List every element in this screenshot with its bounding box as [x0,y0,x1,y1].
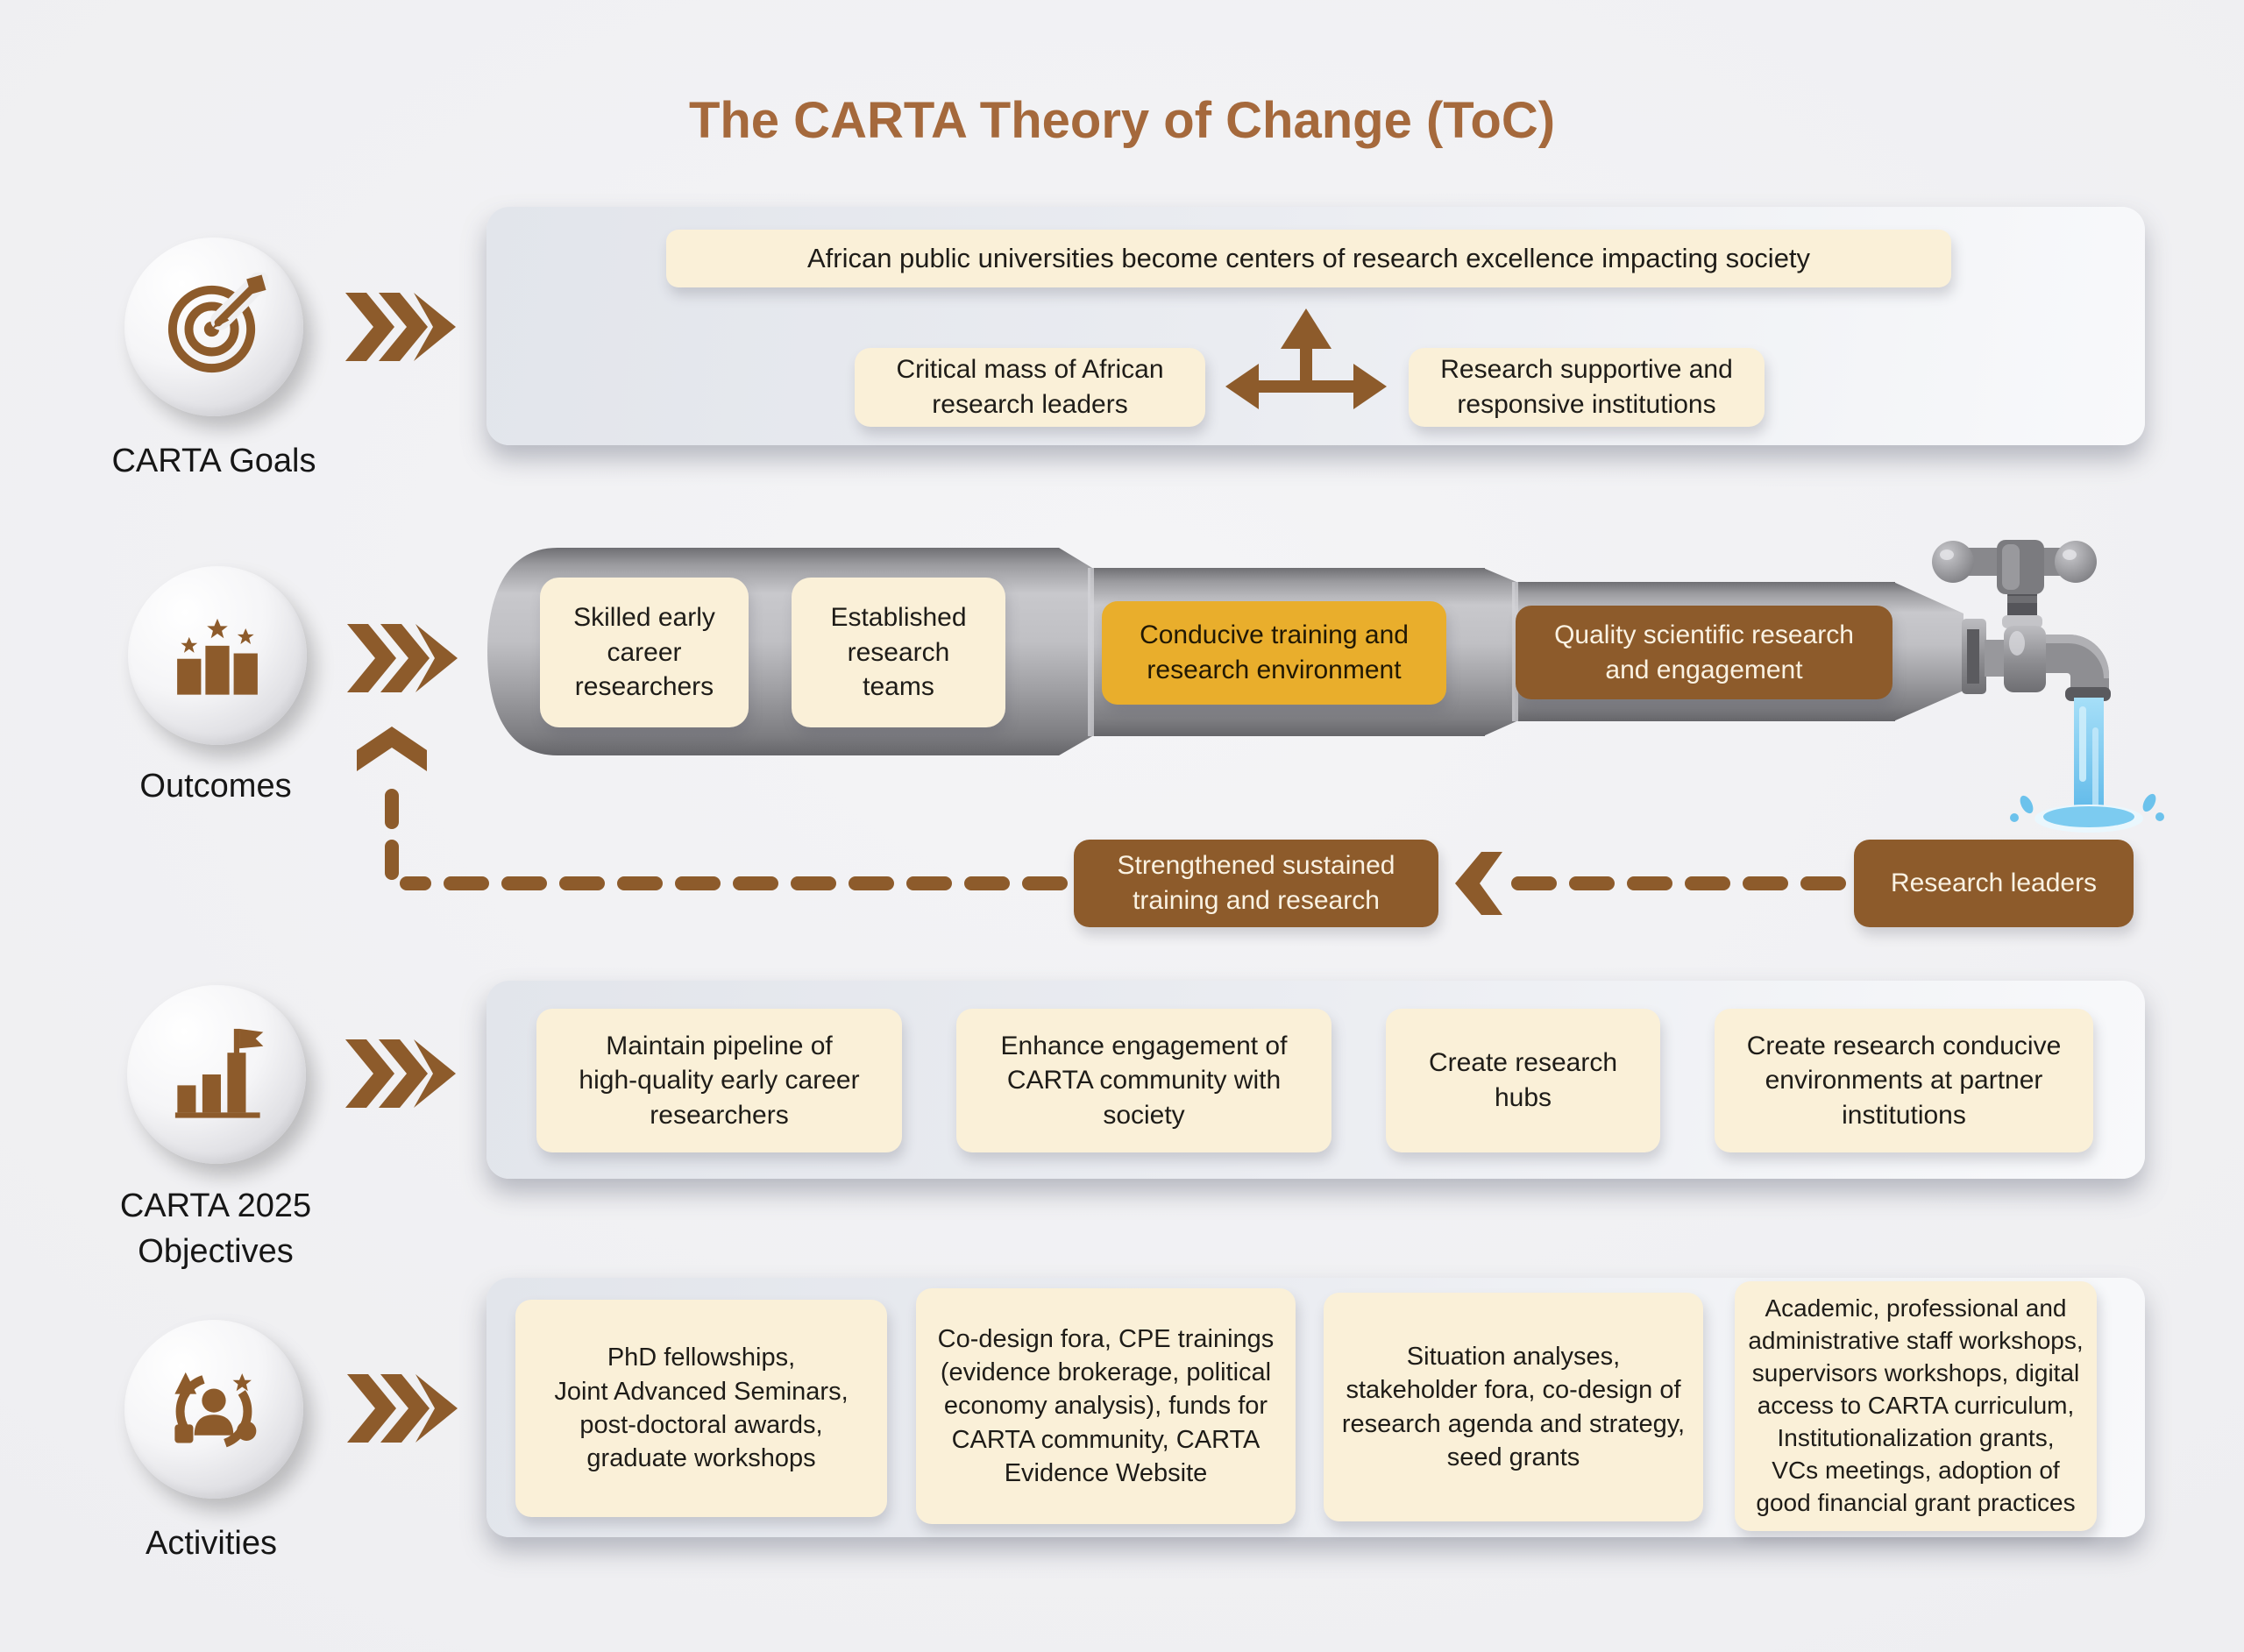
research-leaders-box: Research leaders [1854,840,2134,927]
faucet-handle-knob-right [2055,541,2097,583]
outcomes-row-label: Outcomes [139,768,292,805]
outcomes-circle-badge [128,566,307,745]
outcome-box-quality-research: Quality scientific research and engageme… [1516,606,1892,699]
goal-box-institutions: Research supportive and responsive insti… [1409,348,1765,427]
water-flow-icon [2010,698,2164,833]
objectives-row-label: CARTA 2025 Objectives [119,1188,312,1271]
bar-chart-flag-icon [162,1020,271,1129]
objective-box-research-hubs: Create research hubs [1386,1009,1660,1152]
objective-box-pipeline: Maintain pipeline of high-quality early … [536,1009,902,1152]
feedback-box-strengthened-training: Strengthened sustained training and rese… [1074,840,1438,927]
pipe-joint-1 [1059,548,1092,755]
faucet-icon [1932,540,2111,701]
goal-banner: African public universities become cente… [666,230,1951,287]
goal-box-research-leaders: Critical mass of African research leader… [855,348,1205,427]
podium-stars-icon [163,601,272,710]
chevron-arrows-goals [345,293,456,361]
objectives-circle-badge [127,985,306,1164]
faucet-spout-tip [2065,687,2111,701]
pipe-joint-2 [1483,568,1516,736]
page-title: The CARTA Theory of Change (ToC) [688,92,1556,149]
outcome-box-conducive-environment: Conducive training and research environm… [1102,601,1446,705]
chevron-arrows-objectives [345,1039,456,1108]
activities-circle-badge [124,1320,303,1499]
faucet-handle-knob-left [1932,541,1974,583]
faucet-handle-center [1997,540,2044,594]
objective-box-engagement: Enhance engagement of CARTA community wi… [956,1009,1331,1152]
activity-box-fellowships: PhD fellowships, Joint Advanced Seminars… [515,1300,887,1517]
chevron-arrows-outcomes [347,624,458,692]
chevron-arrows-activities [347,1374,458,1443]
target-dart-icon [160,273,268,381]
people-shapes-icon [160,1355,268,1464]
activity-box-staff-workshops: Academic, professional and administrativ… [1735,1281,2097,1531]
goals-circle-badge [124,238,303,416]
outcome-box-skilled-researchers: Skilled early career researchers [540,578,749,727]
activities-row-label: Activities [146,1525,277,1562]
activity-box-codesign-fora: Co-design fora, CPE trainings (evidence … [916,1288,1296,1524]
faucet-handle-bar [1937,548,2088,576]
objective-box-conducive-environments: Create research conducive environments a… [1715,1009,2093,1152]
faucet-body [2004,626,2046,692]
faucet-spout [2046,635,2109,691]
goals-row-label: CARTA Goals [111,443,316,479]
activity-box-situation-analyses: Situation analyses, stakeholder fora, co… [1324,1293,1703,1521]
outcome-box-research-teams: Established research teams [792,578,1005,727]
pipe-cone [1893,582,1964,721]
